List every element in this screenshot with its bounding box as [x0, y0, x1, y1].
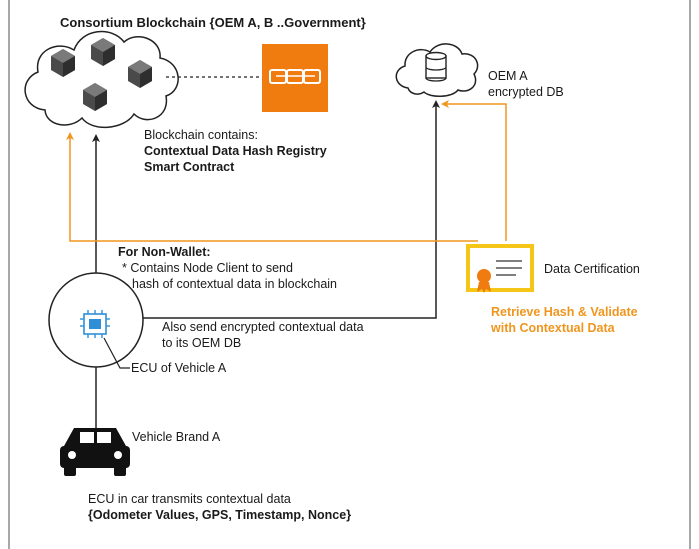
certificate-icon	[466, 244, 534, 293]
database-icon	[425, 51, 447, 82]
blockchain-note-line2: Contextual Data Hash Registry	[144, 144, 327, 158]
ecu-label-leader	[103, 337, 130, 369]
cube-icon	[83, 83, 107, 111]
ecu-label: ECU of Vehicle A	[131, 361, 227, 375]
retrieve-line1: Retrieve Hash & Validate	[491, 305, 638, 319]
car-icon	[60, 428, 130, 476]
diagram-title: Consortium Blockchain {OEM A, B ..Govern…	[60, 15, 366, 30]
oem-db-label-line1: OEM A	[488, 69, 528, 83]
oem-db-label-line2: encrypted DB	[488, 85, 564, 99]
retrieve-line2: with Contextual Data	[491, 321, 615, 335]
arrow-ecu-to-oem-db	[140, 100, 440, 319]
vehicle-label: Vehicle Brand A	[132, 430, 221, 444]
footer-line2: {Odometer Values, GPS, Timestamp, Nonce}	[88, 508, 352, 522]
footer-line1: ECU in car transmits contextual data	[88, 492, 291, 506]
cube-icon	[91, 38, 115, 66]
non-wallet-heading: For Non-Wallet:	[118, 245, 211, 259]
data-certification-label: Data Certification	[544, 262, 640, 276]
cube-icon	[128, 60, 152, 88]
non-wallet-line2: hash of contextual data in blockchain	[132, 277, 337, 291]
send-note-line1: Also send encrypted contextual data	[162, 320, 364, 334]
arrow-cert-to-oem-db	[441, 100, 507, 241]
blockchain-note-line3: Smart Contract	[144, 160, 235, 174]
cube-icon	[51, 49, 75, 77]
chain-link-icon	[262, 44, 328, 112]
blockchain-note-line1: Blockchain contains:	[144, 128, 258, 142]
arrow-cert-to-blockchain	[66, 132, 478, 242]
chip-icon	[80, 310, 110, 338]
send-note-line2: to its OEM DB	[162, 336, 242, 350]
non-wallet-line1: * Contains Node Client to send	[122, 261, 293, 275]
